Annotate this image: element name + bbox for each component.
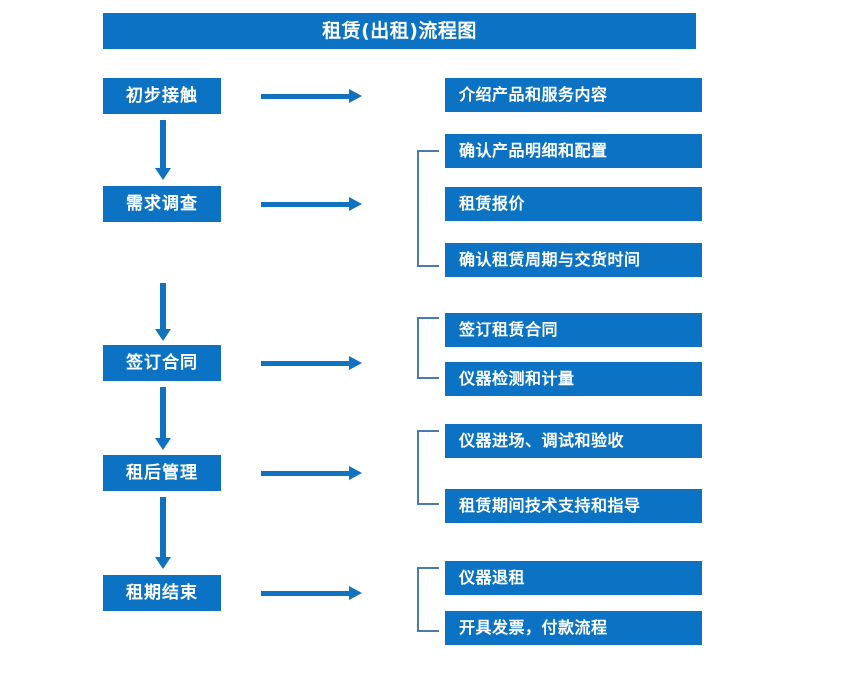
vertical-arrow-1 [155, 120, 171, 180]
stage-label: 租期结束 [126, 582, 198, 603]
horizontal-arrow-1 [261, 89, 362, 103]
arrow-head-icon [349, 356, 362, 370]
page-title-text: 租赁(出租)流程图 [322, 19, 477, 42]
detail-label: 确认租赁周期与交货时间 [459, 250, 641, 269]
detail-label: 租赁报价 [459, 194, 526, 213]
group-bracket-post-rental [417, 430, 439, 505]
horizontal-arrow-2 [261, 197, 362, 211]
group-bracket-demand-survey [417, 150, 439, 267]
arrow-shaft [160, 387, 166, 438]
detail-box-invoice-payment[interactable]: 开具发票，付款流程 [445, 611, 702, 645]
detail-label: 签订租赁合同 [459, 320, 559, 339]
arrow-shaft [160, 497, 166, 557]
detail-label: 仪器退租 [459, 568, 526, 587]
arrow-shaft [160, 283, 166, 329]
arrow-shaft [261, 471, 351, 476]
stage-label: 初步接触 [126, 85, 198, 106]
detail-box-intro-products[interactable]: 介绍产品和服务内容 [445, 78, 702, 112]
detail-box-instrument-entry-commissioning[interactable]: 仪器进场、调试和验收 [445, 424, 702, 458]
detail-label: 介绍产品和服务内容 [459, 85, 608, 104]
arrow-shaft [160, 120, 166, 168]
arrow-head-icon [155, 329, 171, 341]
stage-box-initial-contact[interactable]: 初步接触 [103, 78, 221, 114]
detail-label: 租赁期间技术支持和指导 [459, 496, 641, 515]
detail-box-technical-support[interactable]: 租赁期间技术支持和指导 [445, 489, 702, 523]
horizontal-arrow-5 [261, 586, 362, 600]
arrow-head-icon [349, 197, 362, 211]
vertical-arrow-2 [155, 283, 171, 341]
stage-label: 签订合同 [126, 352, 198, 373]
arrow-shaft [261, 361, 351, 366]
detail-label: 开具发票，付款流程 [459, 618, 608, 637]
arrow-head-icon [155, 557, 171, 569]
detail-box-confirm-product-config[interactable]: 确认产品明细和配置 [445, 134, 702, 168]
detail-label: 确认产品明细和配置 [459, 141, 608, 160]
stage-box-demand-survey[interactable]: 需求调查 [103, 186, 221, 222]
stage-box-post-rental-management[interactable]: 租后管理 [103, 455, 221, 491]
arrow-head-icon [349, 89, 362, 103]
page-title: 租赁(出租)流程图 [103, 13, 696, 49]
detail-label: 仪器检测和计量 [459, 369, 575, 388]
stage-box-sign-contract[interactable]: 签订合同 [103, 345, 221, 381]
vertical-arrow-4 [155, 497, 171, 569]
arrow-shaft [261, 94, 351, 99]
stage-box-lease-end[interactable]: 租期结束 [103, 575, 221, 611]
detail-box-rental-quote[interactable]: 租赁报价 [445, 187, 702, 221]
stage-label: 租后管理 [126, 462, 198, 483]
stage-label: 需求调查 [126, 193, 198, 214]
arrow-shaft [261, 591, 351, 596]
detail-box-instrument-inspection[interactable]: 仪器检测和计量 [445, 362, 702, 396]
arrow-shaft [261, 202, 351, 207]
group-bracket-sign-contract [417, 317, 439, 379]
horizontal-arrow-4 [261, 466, 362, 480]
arrow-head-icon [349, 586, 362, 600]
detail-label: 仪器进场、调试和验收 [459, 431, 625, 450]
detail-box-confirm-period-delivery[interactable]: 确认租赁周期与交货时间 [445, 243, 702, 277]
arrow-head-icon [155, 438, 171, 450]
detail-box-sign-rental-contract[interactable]: 签订租赁合同 [445, 313, 702, 347]
group-bracket-lease-end [417, 567, 439, 632]
arrow-head-icon [349, 466, 362, 480]
vertical-arrow-3 [155, 387, 171, 450]
arrow-head-icon [155, 168, 171, 180]
horizontal-arrow-3 [261, 356, 362, 370]
detail-box-instrument-return[interactable]: 仪器退租 [445, 561, 702, 595]
